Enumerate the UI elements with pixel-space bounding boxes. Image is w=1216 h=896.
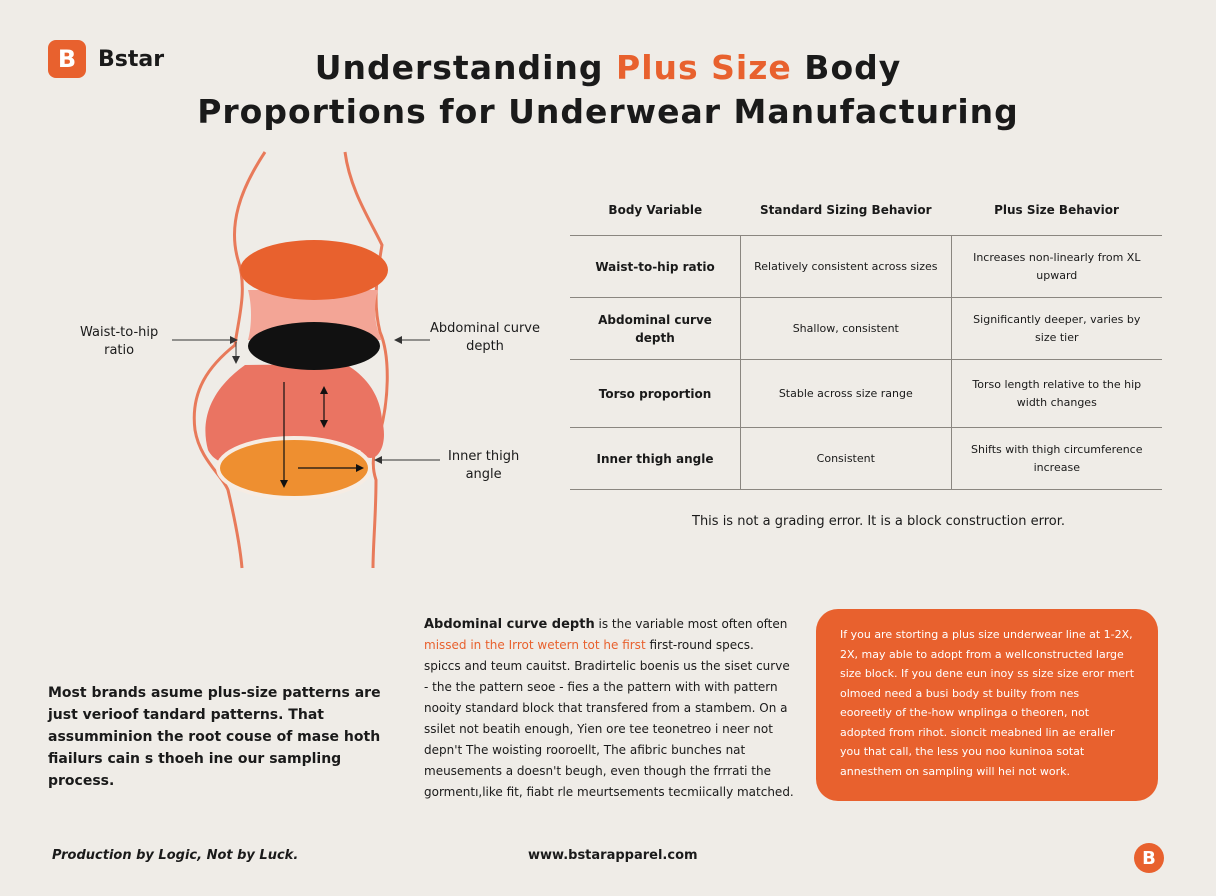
body-illustration [172, 151, 440, 569]
footer-url[interactable]: www.bstarapparel.com [528, 848, 698, 863]
middle-body: spiccs and teum cauitst. Bradirtelic boe… [424, 659, 794, 799]
logo-mark: B [48, 40, 86, 78]
left-paragraph: Most brands asume plus-size patterns are… [48, 685, 381, 789]
label-inner-thigh: Inner thigh angle [448, 448, 519, 484]
brand-logo: B Bstar [48, 40, 164, 78]
page-title: Understanding Plus Size Body Proportions… [0, 46, 1216, 134]
cell-standard: Relatively consistent across sizes [740, 235, 952, 298]
label-thigh-line2: angle [465, 467, 502, 482]
body-diagram: Waist-to-hip ratio Abdominal curve depth… [60, 150, 560, 580]
callout-card: If you are storting a plus size underwea… [816, 609, 1158, 801]
cell-plus: Shifts with thigh circumference increase [950, 427, 1162, 490]
label-abdominal-curve: Abdominal curve depth [430, 320, 540, 356]
tagline: This is not a grading error. It is a blo… [692, 514, 1066, 529]
comparison-table: Body Variable Standard Sizing Behavior P… [570, 185, 1162, 490]
cell-standard: Consistent [740, 427, 952, 490]
cell-variable: Inner thigh angle [570, 427, 741, 490]
table-header-row: Body Variable Standard Sizing Behavior P… [570, 185, 1162, 236]
footer-slogan: Production by Logic, Not by Luck. [52, 848, 299, 863]
table-row: Waist-to-hip ratio Relatively consistent… [570, 235, 1162, 298]
middle-rest-2: first-round specs. [645, 638, 754, 652]
title-part-2: Body [791, 48, 902, 87]
label-waist-line2: ratio [104, 343, 135, 358]
brand-name: Bstar [98, 46, 165, 72]
cell-variable: Waist-to-hip ratio [570, 235, 741, 298]
middle-bold: Abdominal curve depth [424, 617, 595, 632]
header-plus: Plus Size Behavior [951, 185, 1162, 236]
table-row: Torso proportion Stable across size rang… [570, 359, 1162, 428]
cell-standard: Stable across size range [740, 359, 952, 428]
header-standard: Standard Sizing Behavior [740, 185, 952, 236]
label-abdominal-line2: depth [466, 339, 504, 354]
header-body-variable: Body Variable [570, 185, 741, 236]
label-waist-to-hip: Waist-to-hip ratio [80, 324, 158, 360]
cell-variable: Torso proportion [570, 359, 741, 428]
label-thigh-line1: Inner thigh [448, 449, 520, 464]
label-abdominal-line1: Abdominal curve [430, 321, 540, 336]
title-part-1: Understanding [314, 48, 617, 87]
table-row: Abdominal curve depth Shallow, consisten… [570, 297, 1162, 360]
callout-text: If you are storting a plus size underwea… [840, 628, 1135, 778]
label-waist-line1: Waist-to-hip [80, 325, 159, 340]
middle-rest-1: is the variable most often often [594, 617, 788, 631]
middle-paragraph: Abdominal curve depth is the variable mo… [424, 614, 794, 803]
title-line-2: Proportions for Underwear Manufacturing [197, 92, 1019, 131]
cell-standard: Shallow, consistent [740, 297, 952, 360]
footer-logo-mark: B [1134, 843, 1164, 873]
cell-plus: Torso length relative to the hip width c… [950, 359, 1162, 428]
table-row: Inner thigh angle Consistent Shifts with… [570, 427, 1162, 490]
cell-plus: Increases non-linearly from XL upward [950, 235, 1162, 298]
cell-plus: Significantly deeper, varies by size tie… [950, 297, 1162, 360]
cell-variable: Abdominal curve depth [570, 297, 741, 360]
title-accent: Plus Size [616, 48, 792, 87]
middle-highlight: missed in the Irrot wetern tot he first [424, 638, 646, 652]
